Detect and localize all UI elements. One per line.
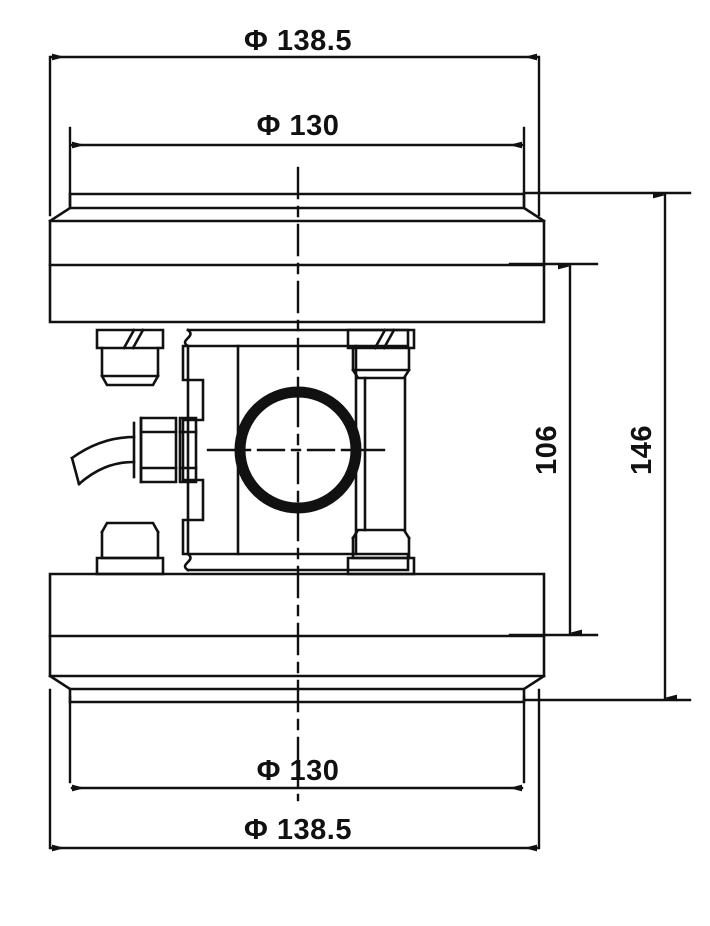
left-upper-bolt-hatch-1 — [122, 328, 136, 350]
cable-upper-edge — [70, 435, 136, 460]
right-upper-bolt-collar — [346, 328, 416, 350]
cable-gland-main-body — [139, 416, 178, 484]
dimension-lines — [50, 53, 677, 852]
break-line-bottom-left — [183, 552, 192, 572]
left-lower-bolt-body — [100, 530, 160, 560]
dim-label-top-outer: Φ 138.5 — [244, 25, 352, 57]
cable-end-cap — [70, 456, 81, 486]
right-column — [363, 376, 407, 532]
right-lower-bolt-collar — [346, 556, 416, 576]
right-upper-bolt-hatch-1 — [373, 328, 387, 350]
center-body-bottom-strip — [186, 552, 410, 572]
bottom-flange-lower-band — [68, 687, 526, 704]
right-lower-bolt — [346, 528, 416, 576]
center-body-top-strip — [186, 328, 410, 348]
right-lower-bolt-taper — [351, 528, 411, 540]
dim-label-height-outer: 146 — [626, 425, 658, 475]
bottom-flange-chamfer-left — [48, 674, 72, 691]
left-lower-bolt-taper — [100, 521, 160, 534]
left-upper-bolt-collar — [95, 328, 165, 350]
dim-label-height-inner: 106 — [531, 425, 563, 475]
top-flange-body — [48, 219, 546, 324]
left-upper-bolt-body — [100, 346, 160, 378]
center-body-left-bracket — [181, 344, 205, 556]
bottom-flange-chamfer-right — [522, 674, 546, 691]
break-line-top-left — [183, 328, 192, 348]
dim-label-bottom-outer: Φ 138.5 — [244, 814, 352, 846]
right-upper-bolt-taper — [351, 368, 411, 380]
cable-gland-thread — [178, 416, 198, 484]
left-upper-bolt — [95, 328, 165, 387]
top-flange — [48, 192, 546, 324]
top-flange-chamfer-left — [48, 206, 72, 223]
dim-label-top-inner: Φ 130 — [257, 110, 340, 142]
left-upper-bolt-hatch-2 — [131, 328, 145, 350]
cable — [70, 435, 136, 486]
left-lower-bolt — [95, 521, 165, 576]
cable-lower-edge — [77, 460, 136, 486]
cable-gland — [132, 416, 198, 484]
left-upper-bolt-taper — [100, 374, 160, 387]
center-bore-circle — [234, 386, 362, 514]
extension-lines — [48, 55, 692, 850]
left-lower-bolt-collar — [95, 556, 165, 576]
right-upper-bolt — [346, 328, 416, 380]
top-flange-chamfer-right — [522, 206, 546, 223]
right-upper-bolt-hatch-2 — [382, 328, 396, 350]
right-upper-bolt-body — [351, 346, 411, 372]
dim-label-bottom-inner: Φ 130 — [257, 755, 340, 787]
